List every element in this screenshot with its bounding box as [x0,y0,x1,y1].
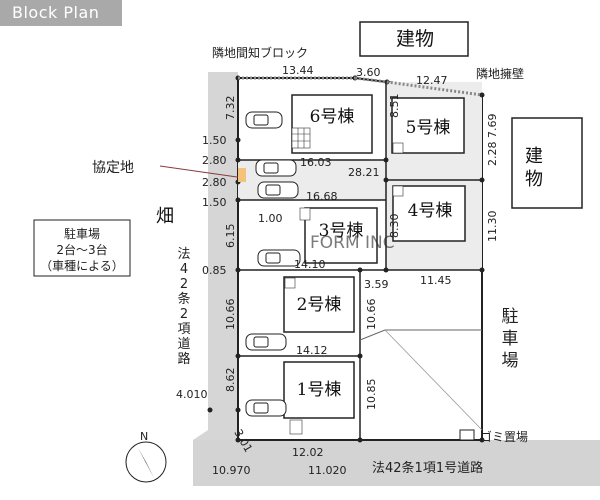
title-bar: Block Plan [0,0,122,26]
divider-line [359,329,482,341]
car-icon [245,399,287,417]
garbage-station-icon [459,429,475,441]
dimension-label: 14.12 [296,344,328,357]
lot-5-label: 5号棟 [406,118,451,138]
vertical-char: 条 [177,291,190,307]
neighbor-block-label: 隣地間知ブロック [212,45,308,60]
dimension-label: 10.66 [365,299,378,331]
dimension-label: 28.21 [348,166,380,179]
vertical-char: 駐 [502,307,519,327]
compass-needle-icon [138,448,154,478]
vertical-char: 道 [177,337,190,352]
entrance-icon [284,277,296,289]
field-label: 畑 [156,206,174,227]
building-3 [304,207,378,264]
road-corner-area [193,410,238,440]
compass-label: N [140,430,148,443]
parking-note-line3: （車種による） [40,259,124,273]
parking-note-line2: 2台～3台 [56,242,107,257]
vertical-char: 2 [180,307,188,322]
watermark: FORM INC [310,233,395,253]
car-icon [245,111,283,129]
road-bottom-label: 法42条1項1号道路 [372,460,483,476]
lot-2-label: 2号棟 [297,295,342,315]
dimension-label: 4.010 [176,388,208,401]
dimension-label: 8.51 [388,94,401,119]
road-left-area [208,72,238,440]
dimension-label: 13.44 [282,64,314,77]
parking-side-label: 駐車場 [502,307,519,371]
dimension-label: 0.85 [202,264,227,277]
dimension-label: 1.50 [202,196,227,209]
vertical-char: 車 [502,329,519,349]
neighbor-building-right-label-1: 建 [525,146,543,167]
lot-6-label: 6号棟 [310,107,355,127]
dimension-label: 8.30 [388,214,401,239]
neighbor-wall-line [354,76,483,97]
dimension-label: 11.30 [486,211,499,243]
entrance-icon [299,207,311,221]
neighbor-wall-label: 隣地擁壁 [476,66,524,81]
dimension-label: 10.66 [224,299,237,331]
parking-note-box [33,219,131,277]
dimension-label: 2.80 [202,154,227,167]
car-icon [257,249,301,267]
dimension-label: 11.45 [420,274,452,287]
agreement-land-marker [238,168,246,182]
vertical-char: 4 [180,262,188,277]
diagonal-line [384,329,483,431]
entrance-icon [392,142,404,154]
car-icon [245,333,287,351]
lot-3-label: 3号棟 [319,221,364,241]
dimension-label: 7.32 [224,96,237,121]
dimension-label: 3.59 [364,278,389,291]
lot-1-label: 1号棟 [297,380,342,400]
neighbor-building-right-label-2: 物 [525,169,543,190]
leader-line [159,165,245,179]
page-title: Block Plan [12,3,100,22]
dimension-label: 1.50 [202,134,227,147]
dimension-label: 1.00 [258,212,283,225]
road-bottom-area [193,440,600,486]
dimension-label: 14.10 [294,258,326,271]
dimension-label: 6.15 [224,224,237,249]
building-4 [392,185,466,242]
dimension-label: 3.60 [356,66,381,79]
entrance-icon [291,127,311,149]
dimension-label: 8.62 [224,368,237,393]
dimension-label: 2.80 [202,176,227,189]
dimension-label: 10.970 [212,464,251,477]
dimension-label: 2.28 [486,142,499,167]
dimension-label: 10.85 [365,379,378,411]
dimension-label: 11.020 [308,464,347,477]
dimension-label: 12.02 [292,446,324,459]
vertical-char: 2 [180,277,188,292]
agreement-land-label: 協定地 [92,160,134,176]
building-5 [391,97,465,154]
vertical-char: 項 [177,322,190,337]
vertical-char: 路 [177,351,190,367]
entrance-icon [392,185,404,197]
dimension-label: 16.03 [300,156,332,169]
vertical-char: 法 [177,247,190,262]
car-icon [255,159,297,177]
neighbor-building-top [359,21,469,57]
parking-note-line1: 駐車場 [64,226,100,241]
boundary-marker-icon [207,75,485,443]
neighbor-building-right [511,117,583,209]
dimension-label: 16.68 [306,190,338,203]
building-1 [283,361,355,419]
building-2 [283,276,355,333]
dimension-label: 7.69 [486,114,499,139]
entrance-icon [289,419,303,435]
car-icon [257,181,299,199]
neighbor-building-top-label: 建物 [396,28,434,50]
lot-4-label: 4号棟 [408,201,453,221]
dimension-label: 12.47 [416,74,448,87]
vertical-char: 場 [502,351,519,371]
garbage-label: ゴミ置場 [480,429,528,444]
